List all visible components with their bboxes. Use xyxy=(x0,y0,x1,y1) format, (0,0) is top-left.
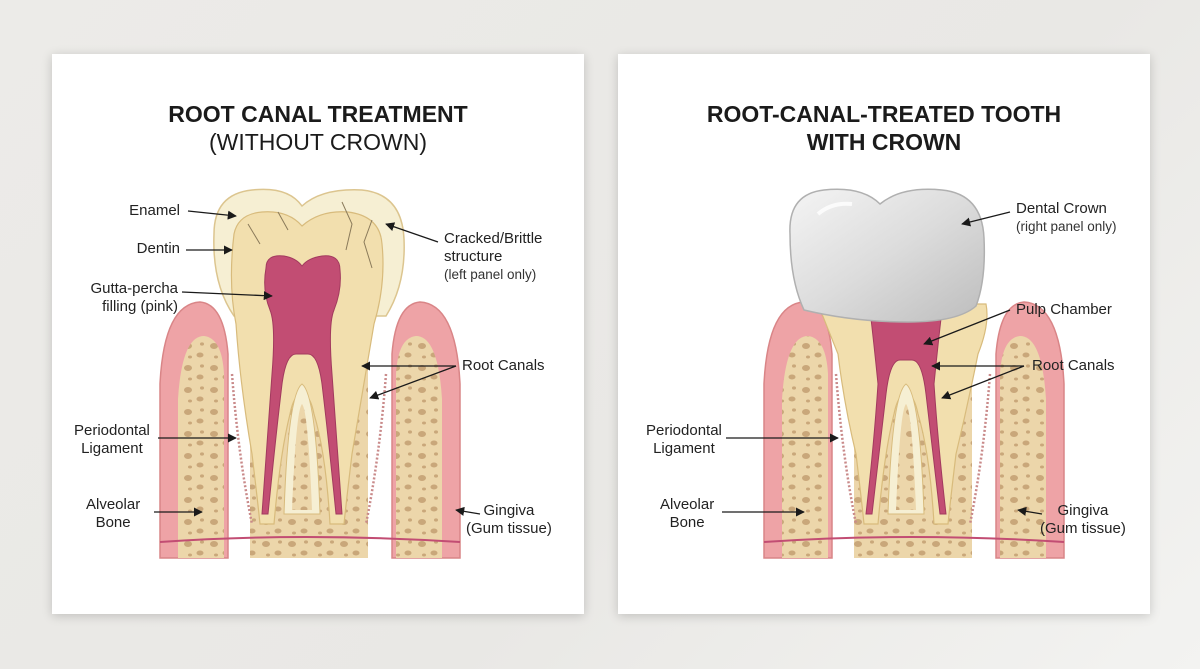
label-periodontal-ligament: Periodontal Ligament xyxy=(646,422,722,458)
label-crown-line-1: Dental Crown xyxy=(1016,200,1107,217)
label-perio-line-1: Periodontal xyxy=(646,422,722,439)
alveolar-bone xyxy=(782,336,828,558)
label-ging-line-1: Gingiva xyxy=(483,502,535,519)
label-enamel: Enamel xyxy=(129,202,180,219)
label-cracked-line-3: (left panel only) xyxy=(444,267,537,282)
label-gutta-percha: Gutta-percha filling (pink) xyxy=(72,280,178,316)
title-line-1: ROOT CANAL TREATMENT xyxy=(168,101,468,127)
panel-title: ROOT-CANAL-TREATED TOOTH WITH CROWN xyxy=(618,100,1150,156)
label-gutta-line-1: Gutta-percha xyxy=(90,280,178,297)
label-perio-line-1: Periodontal xyxy=(74,422,150,439)
label-gingiva: Gingiva (Gum tissue) xyxy=(1040,502,1126,538)
label-cracked-line-1: Cracked/Brittle xyxy=(444,230,543,247)
panel-with-crown: ROOT-CANAL-TREATED TOOTH WITH CROWN xyxy=(618,54,1150,614)
label-cracked: Cracked/Brittle structure (left panel on… xyxy=(444,230,542,284)
alveolar-bone xyxy=(178,336,224,558)
crack-lines xyxy=(247,201,373,269)
label-gutta-line-2: filling (pink) xyxy=(102,298,178,315)
label-periodontal-ligament: Periodontal Ligament xyxy=(74,422,150,458)
label-pulp-chamber: Pulp Chamber xyxy=(1016,301,1112,318)
pulp-chamber xyxy=(865,309,947,515)
title-line-2: WITH CROWN xyxy=(806,129,962,155)
tooth-diagram-without-crown xyxy=(154,188,481,559)
gutta-percha-filling xyxy=(261,255,343,515)
panel-without-crown: ROOT CANAL TREATMENT (WITHOUT CROWN) xyxy=(52,54,584,614)
label-alv-line-1: Alveolar xyxy=(86,496,141,513)
label-dental-crown: Dental Crown (right panel only) xyxy=(1016,200,1117,236)
label-alv-line-2: Bone xyxy=(669,514,705,531)
tooth-diagram-with-crown xyxy=(722,188,1065,559)
label-root-canals: Root Canals xyxy=(1032,357,1115,374)
title-line-2: (WITHOUT CROWN) xyxy=(208,129,428,155)
label-ging-line-1: Gingiva xyxy=(1057,502,1109,519)
panel-title: ROOT CANAL TREATMENT (WITHOUT CROWN) xyxy=(52,100,584,156)
label-gingiva: Gingiva (Gum tissue) xyxy=(466,502,552,538)
title-line-1: ROOT-CANAL-TREATED TOOTH xyxy=(706,101,1062,127)
label-root-canals: Root Canals xyxy=(462,357,545,374)
label-alveolar-bone: Alveolar Bone xyxy=(660,496,714,532)
label-ging-line-2: (Gum tissue) xyxy=(1040,520,1126,537)
label-alv-line-1: Alveolar xyxy=(660,496,715,513)
label-alv-line-2: Bone xyxy=(95,514,131,531)
label-perio-line-2: Ligament xyxy=(653,440,715,457)
label-cracked-line-2: structure xyxy=(444,248,503,265)
label-crown-line-2: (right panel only) xyxy=(1016,219,1117,234)
label-dentin: Dentin xyxy=(136,240,180,257)
label-ging-line-2: (Gum tissue) xyxy=(466,520,552,537)
label-perio-line-2: Ligament xyxy=(81,440,143,457)
label-alveolar-bone: Alveolar Bone xyxy=(86,496,140,532)
dental-crown xyxy=(789,188,986,323)
